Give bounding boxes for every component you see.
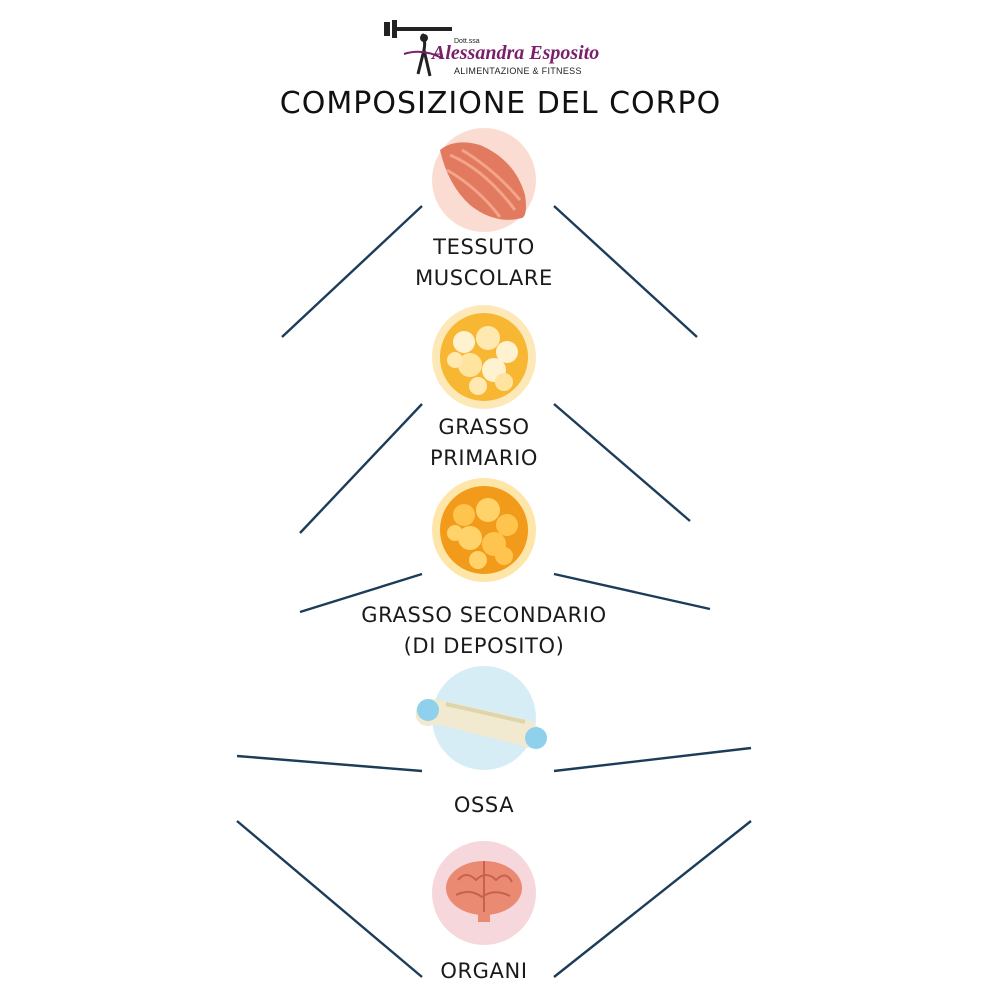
fitness-logo-icon <box>384 20 452 77</box>
fat-cells-icon <box>432 305 536 409</box>
label-ossa: OSSA <box>384 790 584 821</box>
logo-brand-name: Alessandra Esposito <box>432 42 600 64</box>
male-pct-fat-secondary: 12% <box>205 582 251 604</box>
logo-tagline: ALIMENTAZIONE & FITNESS <box>454 66 582 76</box>
label-grasso-primario: GRASSO PRIMARIO <box>384 412 584 474</box>
page-title: COMPOSIZIONE DEL CORPO <box>279 86 722 121</box>
male-pct-fat-primary: 3% <box>214 523 247 545</box>
label-organi: ORGANI <box>384 956 584 987</box>
label-line: PRIMARIO <box>429 446 539 470</box>
male-pct-organs: 25% <box>200 788 246 810</box>
female-pct-fat-primary: 12% <box>743 463 789 485</box>
male-pct-muscle: 45% <box>222 330 268 352</box>
label-tessuto-muscolare: TESSUTO MUSCOLARE <box>384 232 584 294</box>
female-band-muscle <box>500 140 1001 454</box>
female-pct-organs: 25% <box>745 789 791 811</box>
female-pct-fat-secondary: 15% <box>723 540 769 562</box>
label-line: (DI DEPOSITO) <box>403 634 565 658</box>
male-band-fat-primary <box>0 525 500 548</box>
female-pct-bone: 12% <box>741 660 787 682</box>
label-line: GRASSO <box>438 415 530 439</box>
fat-cells-icon <box>432 478 536 582</box>
label-line: MUSCOLARE <box>415 266 553 290</box>
muscle-fiber-icon <box>432 128 536 232</box>
connector-lines <box>236 205 752 978</box>
label-line: ORGANI <box>440 959 528 983</box>
male-pct-bone: 15% <box>200 654 246 676</box>
bone-icon <box>415 666 547 770</box>
brain-icon <box>432 841 536 945</box>
brand-logo: Dott.ssa Alessandra Esposito ALIMENTAZIO… <box>382 14 622 84</box>
label-line: TESSUTO <box>433 235 535 259</box>
label-line: OSSA <box>453 793 515 817</box>
logo-title-small: Dott.ssa <box>454 38 480 45</box>
female-pct-muscle: 36% <box>711 330 757 352</box>
label-grasso-secondario: GRASSO SECONDARIO (DI DEPOSITO) <box>334 600 634 662</box>
label-line: GRASSO SECONDARIO <box>361 603 607 627</box>
